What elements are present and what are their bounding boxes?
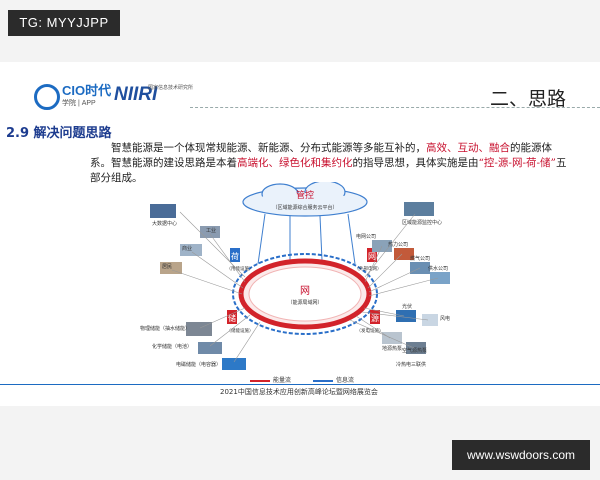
para-text-4: 五部分组成。 bbox=[90, 157, 567, 184]
left-node-1: 工业 bbox=[206, 227, 216, 234]
legend-energy-flow: 能量流 bbox=[273, 377, 292, 384]
watermark-tag-bottom: www.wswdoors.com bbox=[452, 440, 590, 470]
info-flow-swatch bbox=[312, 379, 333, 382]
cio-logo-text: CIO时代 bbox=[62, 83, 112, 98]
left-node-3: 居民 bbox=[162, 264, 172, 270]
grid-sub: （外部电网） bbox=[355, 265, 382, 272]
grid-label: 网 bbox=[368, 252, 376, 261]
ring-center-sub: （能源局域网） bbox=[287, 299, 322, 306]
source-label: 源 bbox=[371, 314, 379, 323]
footer-text: 2021中国信息技术应用创新高峰论坛暨网络展览会 bbox=[220, 388, 378, 396]
right-node-5: 光伏 bbox=[402, 303, 412, 310]
para-highlight-3: “控-源-网-荷-储” bbox=[478, 157, 556, 169]
watermark-tag-top: TG: MYYJJPP bbox=[8, 10, 120, 36]
niiri-logo: NIIRI bbox=[114, 84, 158, 105]
section-title: 二、思路 bbox=[489, 88, 566, 110]
right-node-4: 供水公司 bbox=[428, 265, 448, 272]
diagram-legend: 能量流 信息流 bbox=[250, 375, 374, 384]
left-node-0: 大数据中心 bbox=[152, 220, 177, 227]
left-node-2: 商业 bbox=[182, 245, 192, 252]
left-node-5: 化学储能（电池） bbox=[152, 343, 192, 350]
right-node-7: 地源热泵 bbox=[382, 345, 402, 352]
load-label: 荷 bbox=[231, 251, 239, 261]
right-node-3: 燃气公司 bbox=[410, 255, 430, 262]
storage-sub: （储能设施） bbox=[227, 327, 254, 334]
load-sub: （用能设施） bbox=[227, 265, 254, 272]
slide bbox=[0, 62, 600, 406]
right-node-9: 冷热电三联供 bbox=[396, 361, 426, 368]
header-divider bbox=[190, 107, 600, 108]
left-node-images bbox=[150, 204, 246, 370]
source-sub: （发电设施） bbox=[357, 327, 384, 334]
para-text-2: 的能源体系。智慧能源的建设思路是本着 bbox=[90, 142, 552, 169]
para-text-3: 的指导思想，具体实施是由 bbox=[352, 157, 479, 169]
cio-logo-sub: 学院 | APP bbox=[62, 100, 96, 107]
cloud-icon bbox=[242, 182, 368, 217]
top-band: TG: MYYJJPP bbox=[0, 0, 600, 62]
left-node-4: 物理储能（抽水储能） bbox=[140, 325, 190, 332]
niiri-logo-sub: 国家信息技术研究所 bbox=[148, 85, 194, 91]
slide-heading: 2.9 解决问题思路 bbox=[6, 126, 112, 141]
footer-divider bbox=[0, 384, 600, 385]
para-highlight-2: 高端化、绿色化和集约化 bbox=[237, 157, 353, 169]
energy-diagram: 管控 （区域能源综合服务云平台） 网 （能源局域网） 荷 （用能设施） 网 （外… bbox=[140, 182, 450, 370]
right-node-1: 电网公司 bbox=[356, 233, 376, 240]
para-text-1: 智慧能源是一个体现常规能源、新能源、分布式能源等多能互补的， bbox=[111, 142, 426, 154]
right-node-2: 热力公司 bbox=[388, 241, 408, 248]
cio-logo: CIO时代 学院 | APP bbox=[34, 82, 111, 112]
right-node-0: 区域能源监控中心 bbox=[402, 219, 442, 226]
legend-info-flow: 信息流 bbox=[335, 377, 354, 384]
cloud-links bbox=[257, 213, 356, 265]
connector-lines bbox=[171, 211, 439, 363]
left-node-6: 电磁储能（电容器） bbox=[176, 361, 221, 368]
cio-circle-icon bbox=[34, 84, 60, 110]
cloud-subtitle: （区域能源综合服务云平台） bbox=[272, 204, 337, 211]
intro-paragraph: 智慧能源是一个体现常规能源、新能源、分布式能源等多能互补的，高效、互动、融合的能… bbox=[90, 141, 568, 186]
energy-flow-swatch bbox=[250, 379, 270, 382]
cloud-title: 管控 bbox=[296, 189, 314, 201]
ring-center-label: 网 bbox=[300, 285, 310, 297]
right-node-6: 风电 bbox=[440, 315, 450, 322]
para-highlight-1: 高效、互动、融合 bbox=[426, 142, 510, 154]
right-node-8: 空气源热泵 bbox=[402, 347, 427, 354]
storage-label: 储 bbox=[228, 313, 236, 323]
